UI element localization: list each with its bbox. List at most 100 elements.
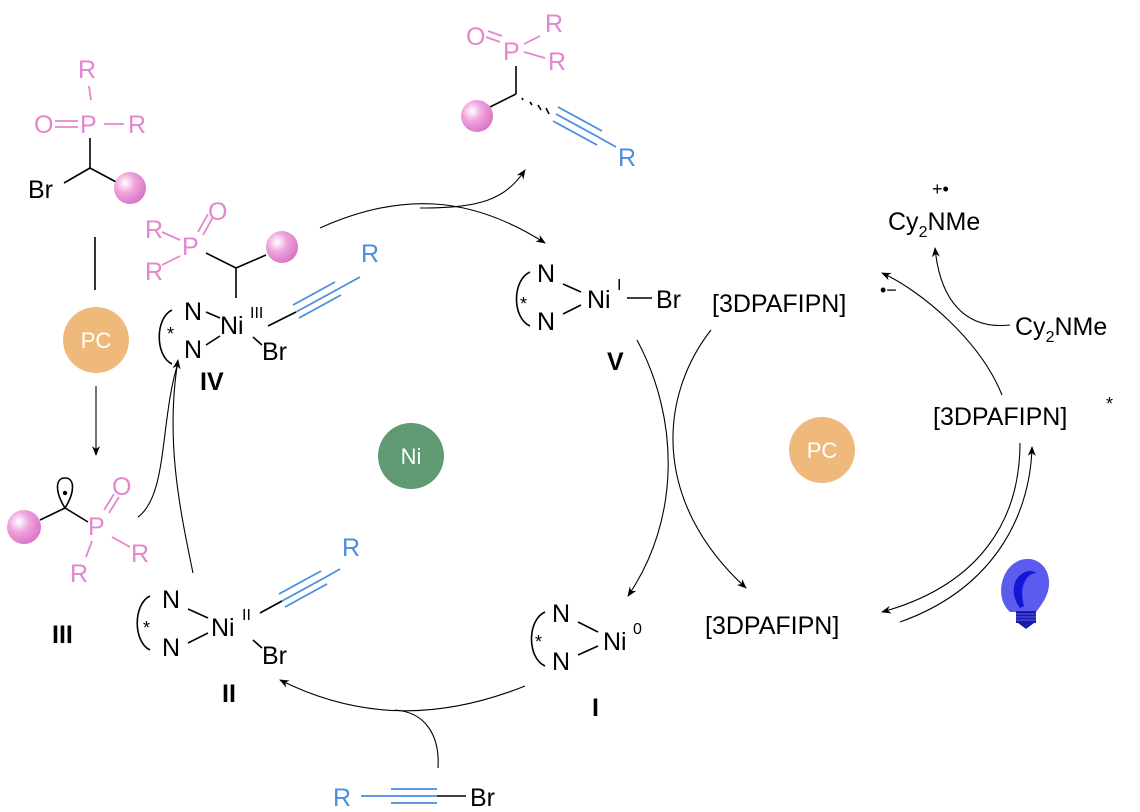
atom-N: N <box>184 298 202 326</box>
atom-R: R <box>618 144 636 172</box>
chiral-star: * <box>167 324 174 344</box>
alkynyl-bromide-reagent: R Br <box>333 784 495 812</box>
pc-badge-main-label: PC <box>807 438 838 463</box>
amine-charge: +• <box>932 179 949 199</box>
amine-ox-suffix: NMe <box>927 208 980 236</box>
species-label-I: I <box>592 694 599 722</box>
species-label-IV: IV <box>200 368 224 396</box>
species-V-nickel-I: N * N Ni I Br V <box>515 260 681 376</box>
p-orbital-icon <box>56 477 74 509</box>
hashed-wedge-bond <box>521 97 550 115</box>
ligand-arc <box>158 309 173 365</box>
atom-P: P <box>182 233 199 261</box>
chiral-star: * <box>143 618 150 638</box>
atom-Br: Br <box>656 286 681 314</box>
atom-P: P <box>503 38 520 66</box>
atom-Ni: Ni <box>603 628 627 656</box>
arrow-photoexcitation <box>899 446 1036 623</box>
atom-O: O <box>34 111 53 139</box>
atom-N: N <box>162 634 180 662</box>
atom-R: R <box>78 56 96 84</box>
pc-radical-anion: [3DPAFIPN] •− <box>712 280 897 318</box>
arrow-II-to-IV <box>172 359 194 574</box>
amine-radical-cation: +• Cy2NMe <box>888 179 980 241</box>
amine-ox-prefix: Cy <box>888 208 919 236</box>
product-alkynyl-phosphine-oxide: O P R R R <box>461 10 636 172</box>
atom-N: N <box>537 260 555 288</box>
arrow-excited-to-radical-anion <box>881 272 1003 396</box>
arrow-pc-reduction <box>672 329 747 589</box>
atom-Ni: Ni <box>220 312 244 340</box>
atom-O: O <box>466 23 485 51</box>
pc-radical-anion-label: [3DPAFIPN] <box>712 290 846 318</box>
atom-Br: Br <box>470 784 495 812</box>
arrow-alkyne-input <box>394 709 439 769</box>
substrate-ball-icon <box>114 172 146 204</box>
oxidation-state-II: II <box>242 607 251 624</box>
atom-R: R <box>333 784 351 812</box>
pc-excited-mark: * <box>1106 394 1113 414</box>
atom-P: P <box>88 513 105 541</box>
ni-badge: Ni <box>378 423 444 489</box>
svg-text:Cy2NMe: Cy2NMe <box>1015 313 1107 346</box>
atom-N: N <box>184 336 202 364</box>
atom-Br: Br <box>262 338 287 366</box>
oxidation-state-0: 0 <box>633 621 642 638</box>
substrate-ball-icon <box>7 510 41 544</box>
pc-excited-state: [3DPAFIPN] * <box>933 394 1113 431</box>
arrow-V-to-I <box>627 339 669 597</box>
atom-O: O <box>208 198 227 226</box>
atom-O: O <box>112 473 131 501</box>
pc-ground-label: [3DPAFIPN] <box>705 612 839 640</box>
species-IV-nickel-III: R P O R N * N Ni III R Br IV <box>145 198 379 396</box>
atom-R: R <box>131 540 149 568</box>
chiral-star: * <box>535 632 542 652</box>
substrate-ball-icon <box>461 100 493 132</box>
amine-prefix: Cy <box>1015 313 1046 341</box>
atom-Br: Br <box>262 642 287 670</box>
atom-Br: Br <box>28 176 53 204</box>
arrow-III-to-IV-a <box>137 362 179 518</box>
arrow-to-product <box>419 169 526 209</box>
atom-R: R <box>145 258 163 286</box>
oxidation-state-III: III <box>250 305 263 322</box>
arrow-I-to-II <box>279 679 526 712</box>
species-label-III: III <box>52 621 73 649</box>
ligand-arc <box>515 271 531 327</box>
pc-badge-left-label: PC <box>81 328 112 353</box>
svg-text:Cy2NMe: Cy2NMe <box>888 208 980 241</box>
atom-N: N <box>162 586 180 614</box>
ligand-arc <box>136 595 151 651</box>
atom-R: R <box>145 216 163 244</box>
atom-N: N <box>552 600 570 628</box>
amine-ox-subscript: 2 <box>919 224 928 241</box>
atom-Ni: Ni <box>211 614 235 642</box>
species-label-V: V <box>607 348 624 376</box>
pc-badge-main: PC <box>789 417 855 483</box>
ligand-arc <box>530 611 546 667</box>
arrow-relaxation <box>881 442 1021 614</box>
pc-radical-anion-charge: •− <box>880 280 897 300</box>
oxidation-state-I: I <box>617 277 621 294</box>
species-label-II: II <box>222 680 236 708</box>
atom-R: R <box>361 240 379 268</box>
chiral-star: * <box>520 294 527 314</box>
pc-excited-label: [3DPAFIPN] <box>933 403 1067 431</box>
atom-R: R <box>342 534 360 562</box>
species-II-nickel-II: N * N Ni II R Br II <box>136 534 360 708</box>
atom-R: R <box>128 111 146 139</box>
atom-N: N <box>537 308 555 336</box>
atom-R: R <box>548 48 566 76</box>
amine-subscript: 2 <box>1046 329 1055 346</box>
pc-badge-left: PC <box>63 307 129 373</box>
atom-P: P <box>80 111 97 139</box>
species-III-radical: P O R R III <box>7 473 149 649</box>
arrow-amine-oxidation <box>931 247 1011 327</box>
starting-material-bromide: R O P R Br <box>28 56 146 204</box>
atom-Ni: Ni <box>587 286 611 314</box>
atom-R: R <box>70 560 88 588</box>
arrow-IV-to-V <box>319 203 546 244</box>
species-I-nickel-0: N * N Ni 0 I <box>530 600 642 722</box>
substrate-ball-icon <box>266 231 298 263</box>
